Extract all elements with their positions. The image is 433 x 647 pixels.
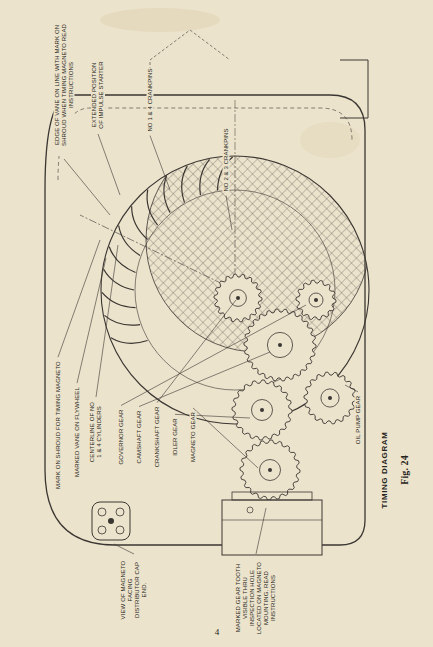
part-label: IDLER GEAR (172, 417, 179, 456)
cap-terminal (116, 526, 124, 534)
vertical-centerline (235, 100, 236, 290)
vane (102, 292, 136, 307)
part-label: OIL PUMP GEAR (355, 395, 362, 445)
part-label: CAMSHAFT GEAR (136, 410, 143, 465)
cap-center (108, 518, 114, 524)
leader-line (256, 508, 266, 554)
inspection-hole (247, 507, 253, 513)
crankshaft-gear (214, 274, 262, 322)
magneto-gear-hub (260, 460, 281, 481)
oil-pump-gear-hub (321, 389, 339, 407)
magneto-gear (240, 440, 300, 500)
leader-line (58, 240, 100, 357)
camshaft-gear-hub (267, 332, 292, 357)
part-label: NO 1 & 4 CRANKPINS (147, 67, 154, 132)
leader-line (64, 159, 110, 215)
flywheel-screen (146, 128, 370, 352)
leader-line (139, 352, 270, 407)
part-label: MARKED GEAR TOOTH VISIBLE THRU INSPECTIO… (235, 557, 277, 639)
gear-train (214, 274, 356, 506)
leader-line (157, 300, 236, 403)
leader-line (121, 305, 306, 406)
leader-line (345, 385, 358, 392)
vane (111, 338, 148, 344)
vane (104, 315, 140, 325)
leader-line (114, 544, 134, 554)
cap-terminal (98, 526, 106, 534)
leader-lines (58, 134, 358, 554)
part-label: EDGE OF VANE ON LINE WITH MARK ON SHROUD… (54, 14, 75, 156)
part-label: EXTENDED POSITION OF IMPULSE STARTER (91, 59, 105, 131)
part-label: MAGNETO GEAR (190, 411, 197, 463)
idler-gear-hub (252, 400, 273, 421)
paper-stain (100, 8, 220, 32)
vane (182, 166, 188, 203)
governor-gear-hub (309, 293, 323, 307)
part-label: MARK ON SHROUD FOR TIMING MAGNETO (55, 360, 62, 490)
oil-pump-gear (304, 372, 356, 424)
part-label: CRANKSHAFT GEAR (154, 406, 161, 469)
idler-gear-center (260, 408, 264, 412)
camshaft-gear (244, 309, 316, 381)
idler-gear (232, 380, 292, 440)
leader-line (77, 258, 106, 383)
vane (132, 206, 148, 239)
impulse-starter-outline (150, 30, 230, 105)
vane (147, 190, 158, 225)
cylinder-centerline (80, 215, 235, 290)
crankshaft-gear-hub (230, 290, 247, 307)
magneto-seam (222, 520, 322, 521)
part-label: VIEW OF MAGNETO FACING DISTRIBUTOR CAP E… (120, 557, 148, 623)
vane (104, 269, 134, 290)
part-label: GOVERNOR GEAR (118, 409, 125, 466)
oil-pump-gear-center (328, 396, 332, 400)
camshaft-gear-center (278, 343, 282, 347)
magneto-body (222, 500, 322, 555)
vane (109, 247, 135, 273)
governor-gear-center (314, 298, 318, 302)
leader-line (193, 408, 258, 468)
leader-line (150, 136, 170, 190)
flywheel-vanes (102, 157, 233, 343)
leader-line (96, 245, 118, 397)
magneto-flange (232, 492, 312, 500)
cap-terminal (98, 508, 106, 516)
diagram-title: TIMING DIAGRAM (381, 431, 388, 510)
vane (119, 226, 140, 256)
distributor-cap (92, 502, 130, 540)
mounting-foot (340, 60, 368, 118)
leader-line (226, 196, 232, 230)
leader-line (175, 414, 250, 418)
paper-stain (300, 122, 360, 158)
part-label: MARKED VANE ON FLYWHEEL (74, 386, 81, 478)
figure-caption: Fig. 24 (401, 454, 408, 486)
governor-gear (296, 280, 336, 320)
magneto-gear-center (268, 468, 272, 472)
cap-terminal (116, 508, 124, 516)
part-label: NO 2 & 3 CRANKPINS (223, 127, 230, 192)
leader-line (98, 134, 120, 195)
part-label: CENTERLINE OF NO 1 & 4 CYLINDERS (89, 400, 103, 464)
crankshaft-gear-center (236, 296, 240, 300)
vane (200, 159, 210, 195)
page-number: 4 (214, 629, 221, 636)
